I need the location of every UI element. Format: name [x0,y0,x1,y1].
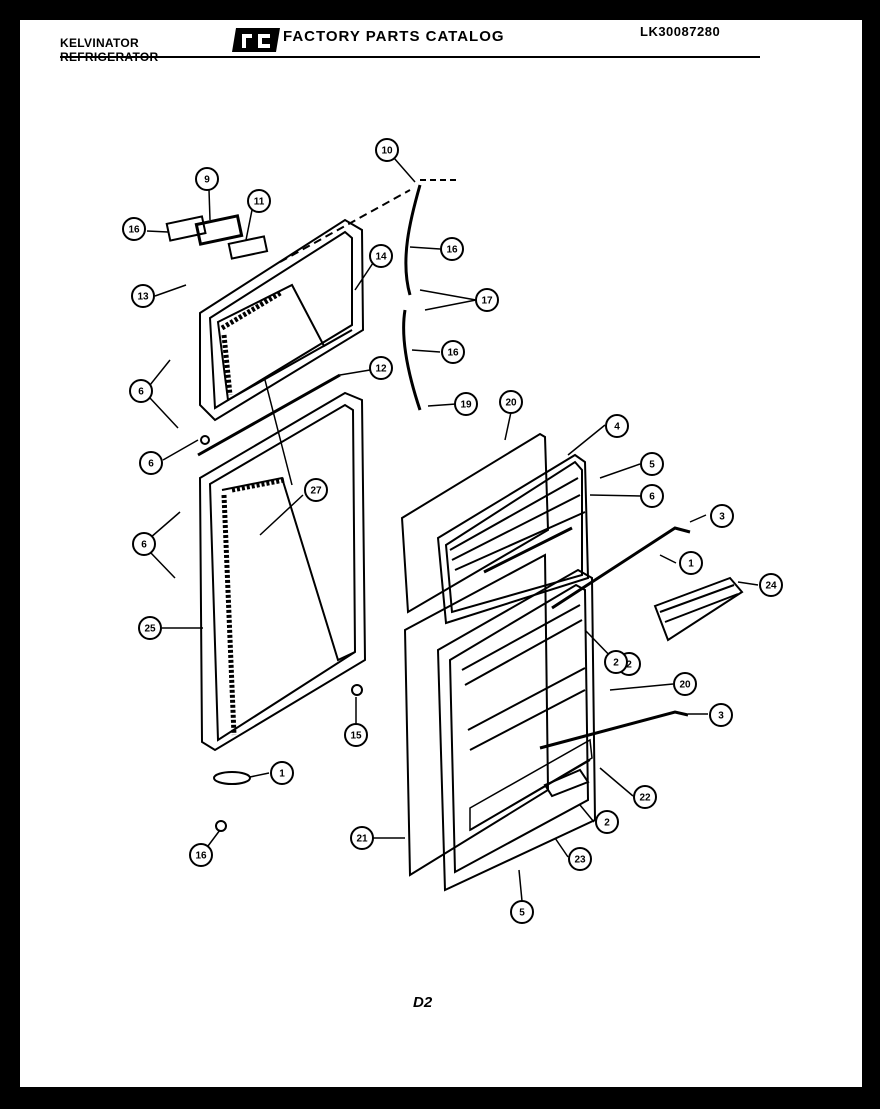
freezer-door-liner [400,432,590,625]
handle-part [213,771,251,785]
door-shelf-rails [539,526,744,798]
callout-number: 16 [446,245,458,256]
callout-number: 25 [144,624,156,635]
callout-10: 10 [375,138,399,162]
callout-number: 2 [604,818,610,829]
callout-number: 10 [381,146,393,157]
callout-number: 3 [719,512,725,523]
callout-17: 17 [475,288,499,312]
fresh-food-door-panel [198,391,367,752]
callout-number: 24 [765,581,777,592]
callout-number: 4 [614,422,620,433]
callout-number: 16 [128,225,140,236]
screw [215,820,227,832]
callout-4: 4 [605,414,629,438]
callout-15: 15 [344,723,368,747]
callout-21: 21 [350,826,374,850]
screw [200,435,210,445]
page-label: D2 [413,994,433,1011]
callout-number: 20 [679,680,691,691]
brand-line-1: KELVINATOR [60,36,140,50]
callout-2: 2 [595,810,619,834]
callout-6: 6 [129,379,153,403]
callout-14: 14 [369,244,393,268]
gasket-tubing [279,179,458,411]
callout-1: 1 [679,551,703,575]
screw [351,684,363,696]
callout-number: 5 [649,460,655,471]
callout-number: 5 [519,908,525,919]
callout-number: 16 [195,851,207,862]
callout-20: 20 [499,390,523,414]
fc-logo-icon [232,28,280,52]
callout-number: 6 [649,492,655,503]
callout-1: 1 [270,761,294,785]
callout-number: 2 [613,658,619,669]
callout-3: 3 [710,504,734,528]
callout-number: 17 [481,296,493,307]
callout-2: 2 [604,650,628,674]
callout-number: 12 [375,364,387,375]
callout-number: 6 [148,459,154,470]
callout-number: 15 [350,731,362,742]
label-plate [165,215,207,242]
fresh-food-door-liner [403,553,597,892]
callout-23: 23 [568,847,592,871]
callout-27: 27 [304,478,328,502]
callout-11: 11 [247,189,271,213]
callout-number: 11 [254,197,265,208]
callout-number: 23 [574,855,586,866]
model-code: LK30087280 [640,24,721,39]
callout-25: 25 [138,616,162,640]
callout-number: 9 [204,175,210,186]
callout-number: 16 [128,225,140,236]
callout-number: 27 [310,486,322,497]
trim-strip [197,373,341,457]
callout-number: 20 [505,398,517,409]
callout-16: 16 [441,340,465,364]
callout-5: 5 [510,900,534,924]
parts-sheet [20,20,862,1087]
callout-number: 6 [138,387,144,398]
callout-16: 16 [189,843,213,867]
label-badge [227,235,269,260]
callout-number: 3 [718,711,724,722]
freezer-door-panel [199,218,365,422]
callout-3: 3 [709,703,733,727]
callout-22: 22 [633,785,657,809]
callout-13: 13 [131,284,155,308]
callout-number: 1 [688,559,694,570]
callout-number: 19 [460,400,472,411]
callout-6: 6 [640,484,664,508]
callout-number: 7 [279,769,285,780]
nameplate [194,214,244,246]
callout-6: 6 [132,532,156,556]
callout-12: 12 [369,356,393,380]
callout-6: 6 [139,451,163,475]
callout-5: 5 [640,452,664,476]
callout-number: 27 [310,486,322,497]
callout-number: 2 [626,660,632,671]
callout-number: 21 [356,834,368,845]
callout-number: 22 [639,793,651,804]
callout-number: 14 [375,252,387,263]
catalog-title: FACTORY PARTS CATALOG [283,28,505,45]
callout-9: 9 [195,167,219,191]
callout-number: 1 [279,769,285,780]
callout-16: 16 [122,217,146,241]
callout-number: 16 [447,348,459,359]
callout-number: 6 [141,540,147,551]
callout-16: 16 [440,237,464,261]
callout-number: 13 [137,292,149,303]
callout-19: 19 [454,392,478,416]
callout-20: 20 [673,672,697,696]
callout-24: 24 [759,573,783,597]
header-rule [60,56,760,58]
